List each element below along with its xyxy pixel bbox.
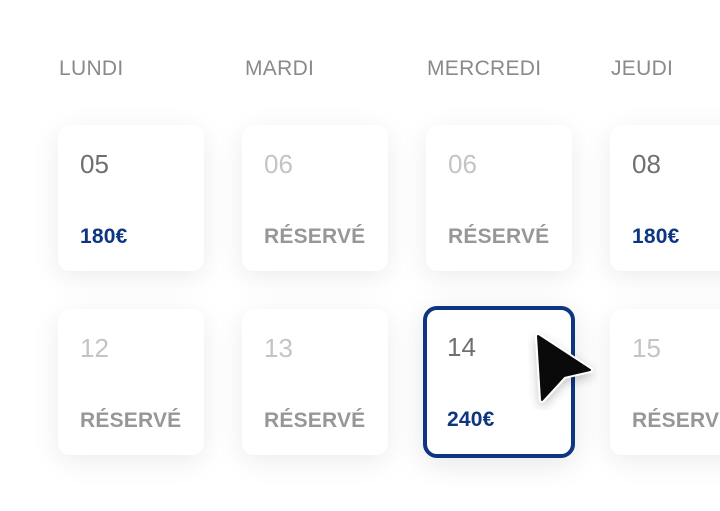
day-cell-15: 15 RÉSERVÉ	[610, 309, 720, 455]
day-cell-12: 12 RÉSERVÉ	[58, 309, 204, 455]
day-number: 08	[632, 149, 661, 179]
day-cell-13: 13 RÉSERVÉ	[242, 309, 388, 455]
day-price: 180€	[632, 225, 680, 248]
day-reserved-label: RÉSERVÉ	[448, 225, 550, 248]
day-number: 15	[632, 333, 661, 363]
header-tuesday: MARDI	[245, 57, 315, 80]
header-monday: LUNDI	[59, 57, 124, 80]
day-reserved-label: RÉSERVÉ	[264, 225, 366, 248]
day-price: 240€	[447, 408, 495, 431]
header-thursday: JEUDI	[611, 57, 674, 80]
day-number: 05	[80, 149, 109, 179]
day-number: 06	[264, 149, 293, 179]
day-reserved-label: RÉSERVÉ	[264, 409, 366, 432]
mouse-pointer-icon	[535, 333, 593, 403]
day-cell-06-wednesday: 06 RÉSERVÉ	[426, 125, 572, 271]
day-number: 14	[447, 332, 476, 362]
day-cell-08[interactable]: 08 180€	[610, 125, 720, 271]
day-number: 06	[448, 149, 477, 179]
day-reserved-label: RÉSERVÉ	[632, 409, 720, 432]
day-cell-05[interactable]: 05 180€	[58, 125, 204, 271]
day-reserved-label: RÉSERVÉ	[80, 409, 182, 432]
header-wednesday: MERCREDI	[427, 57, 542, 80]
day-cell-06-tuesday: 06 RÉSERVÉ	[242, 125, 388, 271]
day-price: 180€	[80, 225, 128, 248]
day-number: 12	[80, 333, 109, 363]
day-number: 13	[264, 333, 293, 363]
